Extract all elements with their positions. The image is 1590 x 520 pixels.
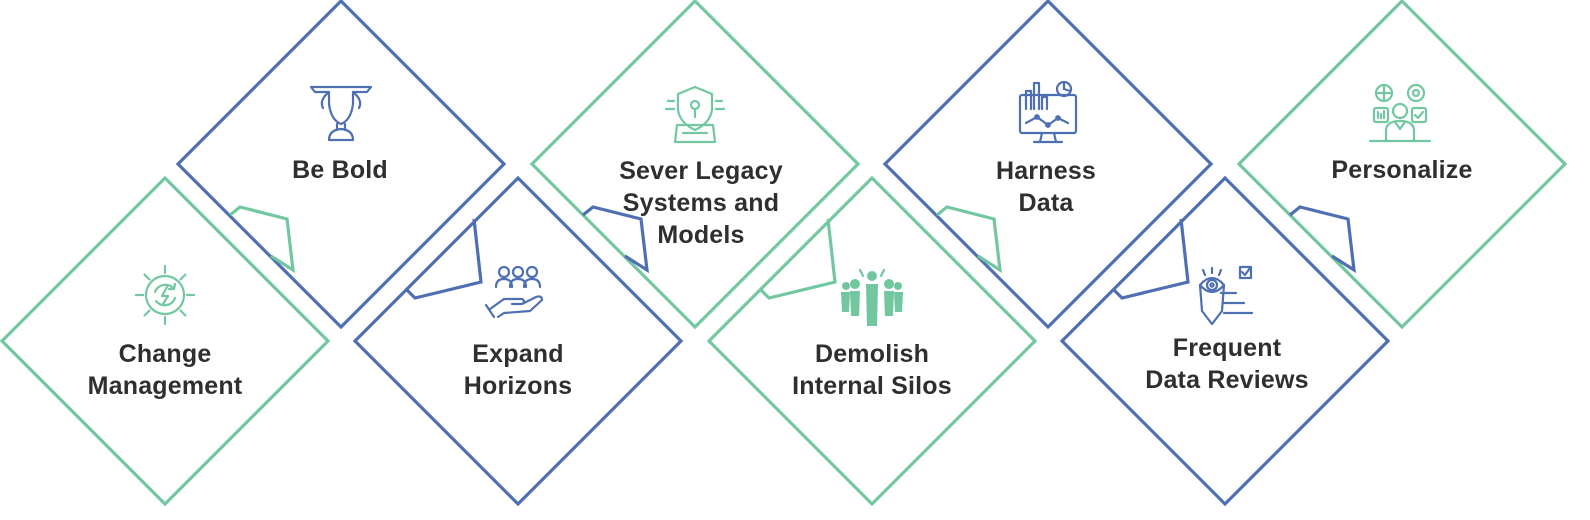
connector-arrow-5 [936, 205, 1002, 274]
diamond-step-3 [352, 175, 684, 507]
people-group-icon [841, 268, 903, 326]
diamond-step-8 [1236, 0, 1568, 330]
connector-arrow-4 [759, 218, 837, 300]
connector-arrow-6 [1112, 218, 1190, 300]
diamond-step-4 [529, 0, 861, 330]
hand-team-icon [484, 265, 544, 319]
shield-lock-icon [664, 85, 726, 144]
diamond-step-5 [706, 175, 1038, 507]
eye-review-icon [1198, 265, 1254, 326]
diamond-step-2 [175, 0, 507, 330]
connector-arrow-7 [1289, 205, 1356, 274]
trophy-icon [309, 85, 373, 142]
connector-arrow-1 [229, 205, 295, 274]
diamond-step-6 [882, 0, 1214, 330]
connector-arrow-2 [405, 218, 483, 300]
monitor-chart-icon [1018, 80, 1078, 144]
user-settings-icon [1368, 83, 1432, 143]
label-personalize: Personalize [1331, 156, 1473, 184]
diamond-step-1 [0, 175, 331, 507]
gear-cycle-icon [134, 264, 196, 326]
diamond-step-7 [1059, 175, 1391, 507]
connector-arrow-3 [582, 205, 649, 274]
label-be-bold: Be Bold [292, 156, 388, 184]
